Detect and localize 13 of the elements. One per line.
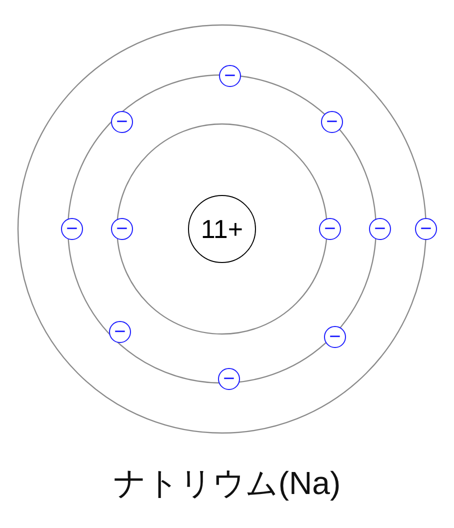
electron-circle: − (319, 218, 341, 240)
electron-circle: − (219, 65, 241, 87)
electron-circle: − (111, 111, 133, 133)
electron-circle: − (321, 111, 343, 133)
nucleus-circle: 11+ (188, 195, 256, 263)
electron-circle: − (61, 218, 83, 240)
electron-circle: − (111, 218, 133, 240)
electron-circle: − (324, 326, 346, 348)
electron-circle: − (109, 321, 131, 343)
electron-circle: − (369, 218, 391, 240)
caption: ナトリウム(Na) (112, 464, 342, 503)
electron-circle: − (415, 218, 437, 240)
electron-circle: − (218, 368, 240, 390)
